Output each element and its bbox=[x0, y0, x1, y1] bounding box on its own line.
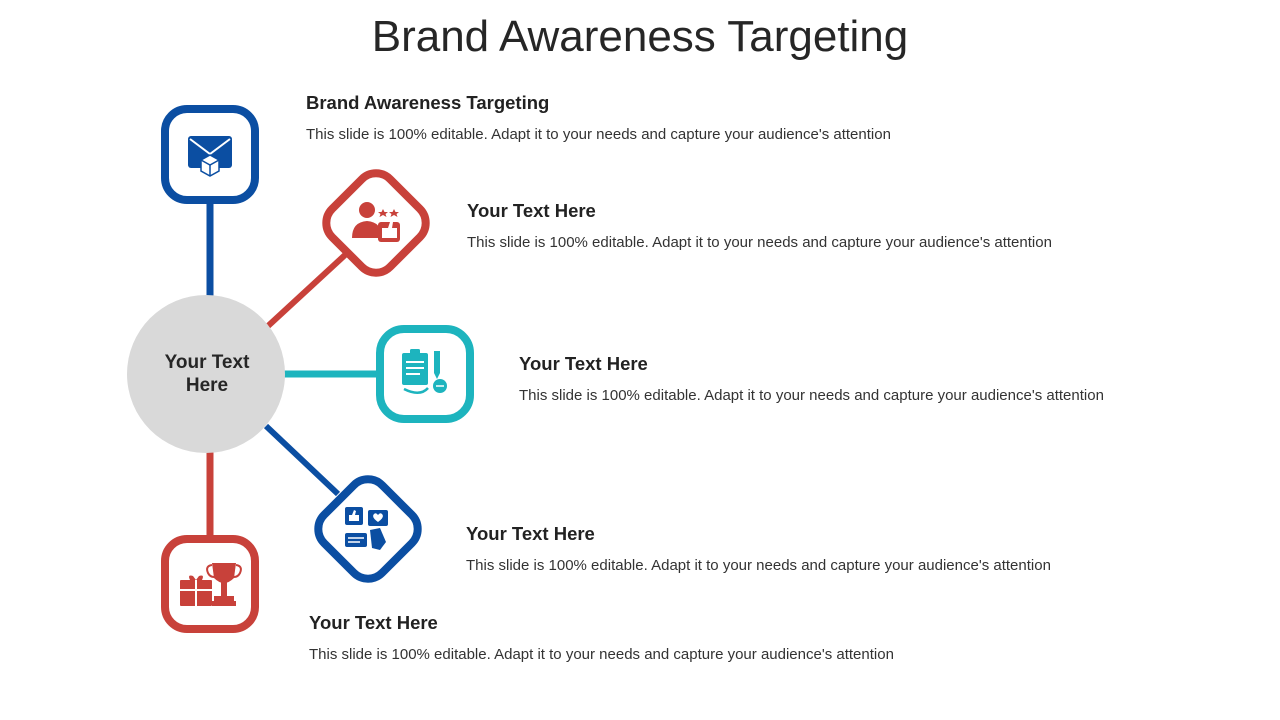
text-block-description: This slide is 100% editable. Adapt it to… bbox=[519, 387, 1104, 404]
text-block-4: Your Text Here This slide is 100% editab… bbox=[466, 523, 1051, 574]
text-block-description: This slide is 100% editable. Adapt it to… bbox=[309, 646, 894, 663]
envelope-box-icon bbox=[188, 136, 232, 177]
text-block-description: This slide is 100% editable. Adapt it to… bbox=[306, 126, 891, 143]
center-label: Your Text Here bbox=[128, 296, 286, 452]
node-4 bbox=[314, 475, 422, 583]
connector-upper-diagonal bbox=[265, 252, 348, 329]
node-1 bbox=[161, 105, 259, 204]
node-5 bbox=[161, 535, 259, 633]
slide-title: Brand Awareness Targeting bbox=[371, 12, 909, 61]
text-block-heading: Your Text Here bbox=[519, 353, 648, 374]
user-thumbs-up-rating-icon bbox=[352, 202, 400, 242]
text-block-description: This slide is 100% editable. Adapt it to… bbox=[466, 557, 1051, 574]
clipboard-pencil-icon bbox=[402, 349, 447, 394]
text-block-5: Your Text Here This slide is 100% editab… bbox=[309, 612, 894, 663]
text-block-2: Your Text Here This slide is 100% editab… bbox=[467, 200, 1052, 251]
center-label-text: Your Text Here bbox=[164, 352, 250, 396]
gift-trophy-icon bbox=[180, 563, 242, 606]
text-block-description: This slide is 100% editable. Adapt it to… bbox=[467, 234, 1052, 251]
text-block-1: Brand Awareness Targeting This slide is … bbox=[306, 92, 891, 143]
text-block-heading: Brand Awareness Targeting bbox=[306, 92, 550, 113]
text-block-3: Your Text Here This slide is 100% editab… bbox=[519, 353, 1104, 404]
node-2 bbox=[322, 169, 430, 277]
text-block-heading: Your Text Here bbox=[467, 200, 596, 221]
connector-lower-diagonal bbox=[263, 423, 341, 497]
center-circle bbox=[127, 295, 285, 453]
text-block-heading: Your Text Here bbox=[309, 612, 438, 633]
node-3 bbox=[376, 325, 474, 423]
text-block-heading: Your Text Here bbox=[466, 523, 595, 544]
social-media-likes-icon bbox=[345, 507, 388, 550]
